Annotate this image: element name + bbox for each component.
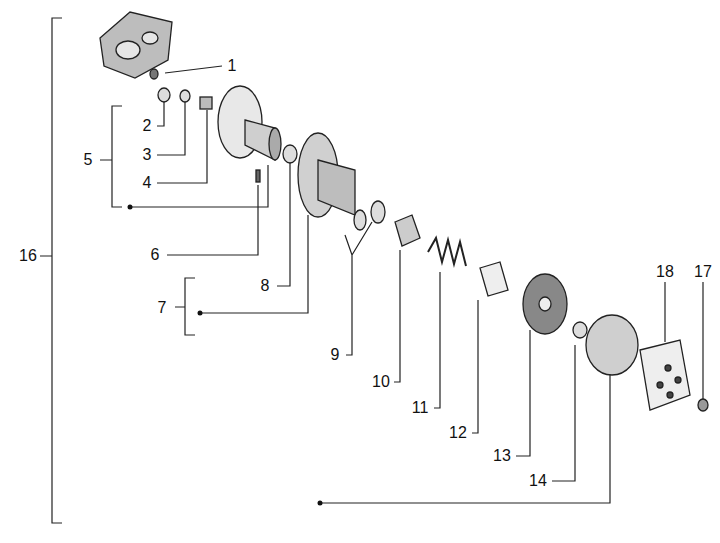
callout-number: 6	[149, 246, 162, 264]
callout-number: 12	[447, 424, 469, 442]
callout-number: 16	[17, 247, 39, 265]
callout-number: 3	[141, 146, 154, 164]
callout-number: 11	[410, 399, 431, 417]
callout-number: 17	[692, 263, 714, 281]
callout-number: 5	[82, 151, 95, 169]
callout-number: 7	[156, 299, 169, 317]
callout-number: 4	[141, 174, 154, 192]
callout-number: 13	[491, 447, 513, 465]
callout-number: 1	[226, 57, 239, 75]
callout-number: 14	[527, 472, 549, 490]
callout-number: 10	[370, 373, 392, 391]
callout-number: 18	[654, 263, 676, 281]
callout-number: 9	[329, 346, 342, 364]
callout-number: 2	[141, 117, 154, 135]
callout-number: 8	[259, 277, 272, 295]
